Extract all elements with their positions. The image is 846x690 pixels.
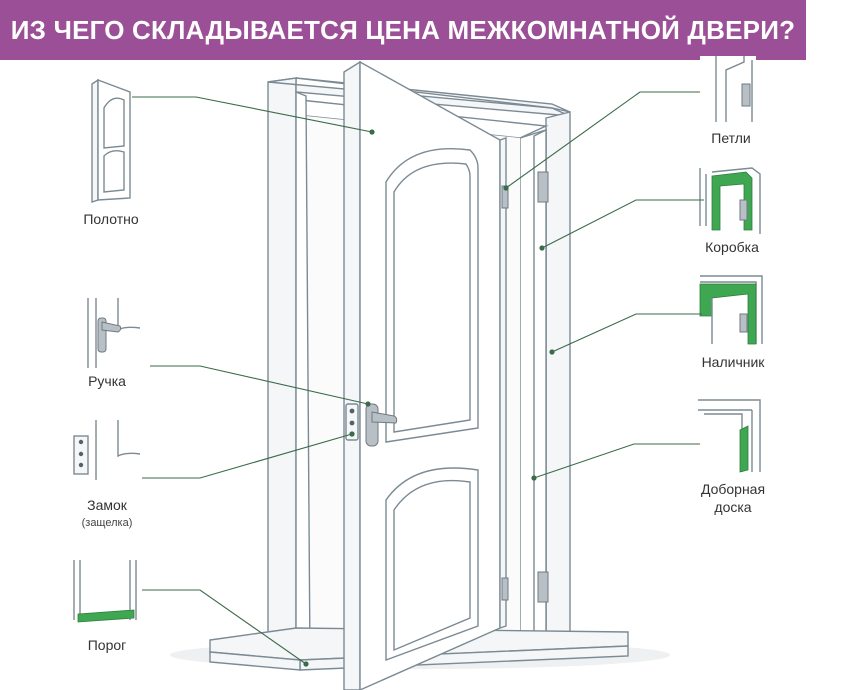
label-korobka: Коробка	[705, 239, 759, 255]
door-handle	[345, 403, 398, 447]
door-leaf	[343, 60, 509, 690]
thumb-porog	[73, 560, 137, 623]
label-ruchka: Ручка	[88, 373, 126, 389]
frame-hinge-bottom	[537, 571, 549, 603]
thumb-ruchka	[74, 298, 141, 368]
label-polotno: Полотно	[83, 211, 139, 227]
thumb-dobornaya	[698, 399, 761, 473]
label-dobornaya: Доборная	[700, 481, 766, 497]
label-zamok: Замок	[87, 497, 127, 513]
label-porog: Порог	[87, 637, 127, 653]
frame-hinge-top	[537, 171, 549, 203]
thumb-nalichnik	[699, 275, 763, 345]
label-nalichnik: Наличник	[701, 354, 765, 370]
label-zamok-note: (защелка)	[81, 517, 133, 529]
page-title: ИЗ ЧЕГО СКЛАДЫВАЕТСЯ ЦЕНА МЕЖКОМНАТНОЙ Д…	[10, 14, 796, 45]
thumb-polotno	[91, 78, 131, 203]
thumb-zamok	[73, 420, 141, 480]
label-petli: Петли	[711, 130, 751, 146]
leader-lines	[132, 91, 704, 667]
thumb-korobka	[699, 167, 761, 234]
title-banner: ИЗ ЧЕГО СКЛАДЫВАЕТСЯ ЦЕНА МЕЖКОМНАТНОЙ Д…	[0, 0, 806, 60]
thumb-petli	[700, 56, 756, 122]
label-dobornaya-2: доска	[714, 499, 752, 515]
